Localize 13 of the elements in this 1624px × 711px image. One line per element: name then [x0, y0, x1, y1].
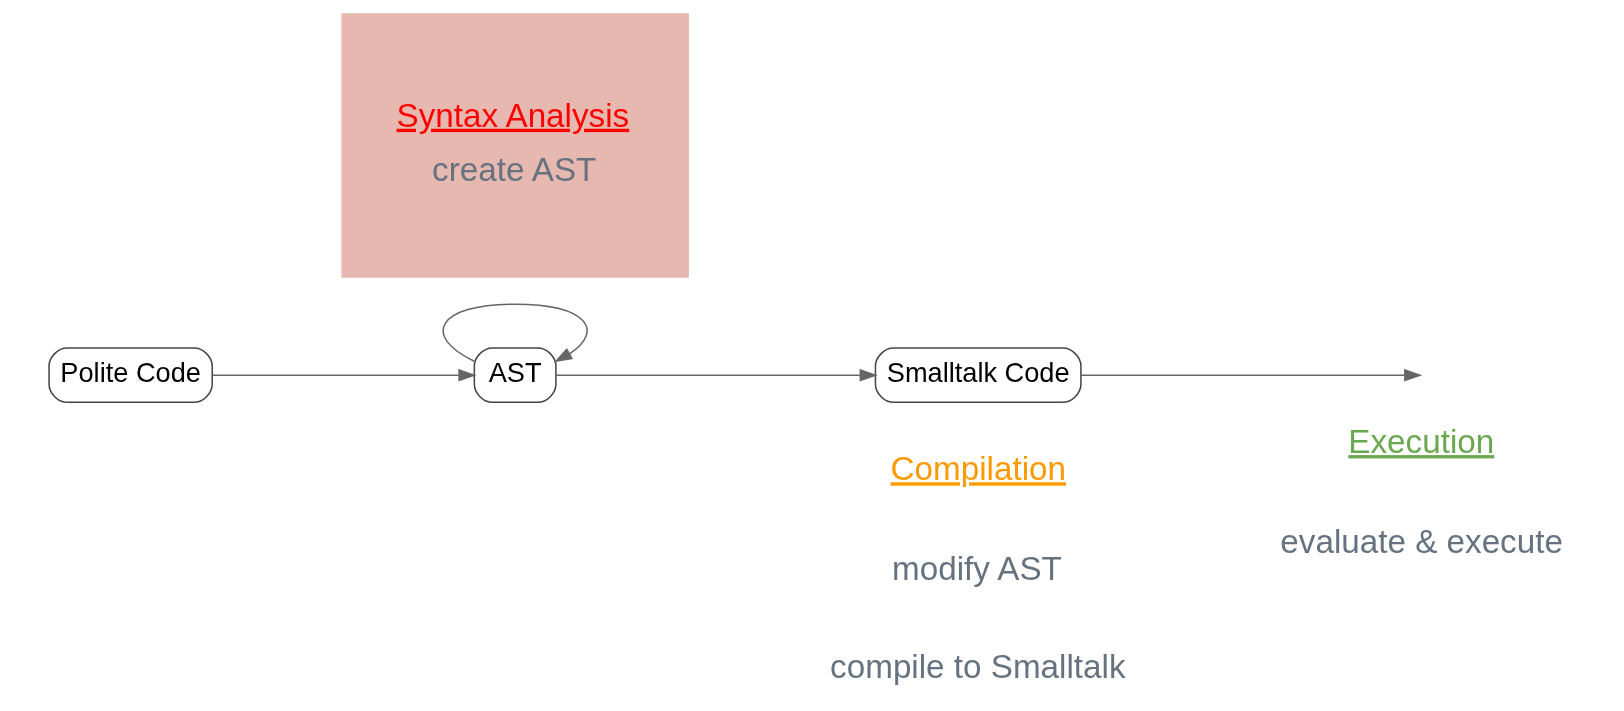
- label: evaluate & execute: [1280, 522, 1563, 560]
- node-box: AST: [473, 347, 557, 404]
- node-box: Polite Code: [48, 347, 213, 404]
- arrow: [555, 368, 878, 382]
- arrow: [442, 303, 588, 363]
- label: Execution: [1348, 423, 1495, 461]
- arrow: [211, 368, 477, 382]
- node-box: Syntax Analysis create AST: [341, 13, 689, 278]
- arrow: [1080, 368, 1423, 382]
- label: modify AST: [892, 550, 1062, 588]
- label: Compilation: [890, 450, 1066, 488]
- node-box: Smalltalk Code: [874, 347, 1082, 404]
- label: compile to Smalltalk: [830, 648, 1126, 686]
